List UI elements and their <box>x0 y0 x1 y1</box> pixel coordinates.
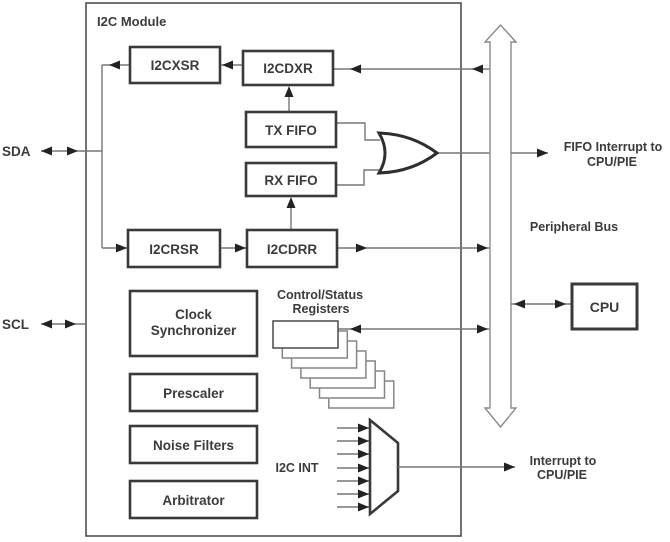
i2cxsr-label: I2CXSR <box>151 58 200 73</box>
arrowhead <box>235 243 246 253</box>
i2cdxr-box <box>241 49 335 87</box>
arrowhead <box>358 489 369 499</box>
connectors <box>41 60 511 334</box>
cpu-box <box>570 282 639 331</box>
arrowhead <box>41 319 52 329</box>
i2cdrr-box <box>245 228 339 269</box>
or-gate <box>376 131 440 175</box>
interrupt-mux <box>368 417 400 517</box>
arrowhead <box>514 299 525 309</box>
tx-fifo-box <box>244 110 338 149</box>
scl-label: SCL <box>2 317 29 332</box>
i2cxsr-box <box>128 45 222 85</box>
arrowhead <box>555 299 566 309</box>
arrowhead <box>477 243 488 253</box>
i2cdxr-label: I2CDXR <box>263 61 313 76</box>
control-status-registers-label-line1: Control/Status <box>277 288 363 302</box>
arrowhead <box>477 324 488 334</box>
arrowhead <box>350 324 361 334</box>
clock-synchronizer-label-line1: Clock <box>175 307 212 322</box>
fifo-interrupt-label-line1: FIFO Interrupt to <box>564 140 663 154</box>
register-stack <box>272 320 395 409</box>
clock-synchronizer-label-line2: Synchronizer <box>151 323 237 338</box>
peripheral-bus-arrow <box>483 23 518 429</box>
arrowhead <box>358 476 369 486</box>
i2crsr-box <box>126 228 222 269</box>
txfifo-to-orgate-line <box>336 122 380 141</box>
tx-fifo-label: TX FIFO <box>265 123 317 138</box>
noise-filters-label: Noise Filters <box>153 438 234 453</box>
arrowhead <box>358 463 369 473</box>
interrupt-label-line1: Interrupt to <box>530 454 597 468</box>
register-card <box>272 320 339 349</box>
interrupt-label-line2: CPU/PIE <box>537 468 587 482</box>
arbitrator-box <box>128 479 259 520</box>
arrowhead <box>350 64 361 74</box>
interrupt-mux-group <box>337 417 515 517</box>
arrowhead <box>67 146 78 156</box>
i2cdrr-label: I2CDRR <box>267 242 318 257</box>
clock-synchronizer-box <box>128 289 259 358</box>
cpu-label: CPU <box>590 299 620 315</box>
arrowhead <box>116 243 127 253</box>
arrowhead <box>504 462 515 472</box>
arrowhead <box>358 436 369 446</box>
control-status-registers-label-line2: Registers <box>293 302 350 316</box>
i2c-int-label: I2C INT <box>275 461 318 475</box>
arrowhead <box>109 60 120 70</box>
arrowhead <box>65 319 76 329</box>
arrowhead <box>41 146 52 156</box>
arrowhead <box>286 197 296 208</box>
peripheral-bus-label: Peripheral Bus <box>530 220 618 234</box>
i2c-module-box <box>85 2 462 537</box>
arrowhead <box>358 449 369 459</box>
rx-fifo-box <box>244 161 338 198</box>
sda-label: SDA <box>2 144 31 159</box>
prescaler-box <box>128 372 259 413</box>
arrowhead <box>284 86 294 97</box>
arbitrator-label: Arbitrator <box>162 493 225 508</box>
prescaler-label: Prescaler <box>163 386 225 401</box>
bus-right-connectors <box>511 148 572 309</box>
noise-filters-box <box>128 424 259 465</box>
arrowhead <box>472 64 483 74</box>
arrowhead <box>358 502 369 512</box>
fifo-interrupt-label-line2: CPU/PIE <box>587 155 637 169</box>
arrowhead <box>222 60 233 70</box>
arrowhead <box>358 423 369 433</box>
arrowhead <box>356 243 367 253</box>
arrowhead <box>537 148 548 158</box>
i2crsr-label: I2CRSR <box>149 242 199 257</box>
rxfifo-to-orgate-line <box>336 169 380 186</box>
i2c-module-title: I2C Module <box>97 14 166 29</box>
rx-fifo-label: RX FIFO <box>264 173 317 188</box>
